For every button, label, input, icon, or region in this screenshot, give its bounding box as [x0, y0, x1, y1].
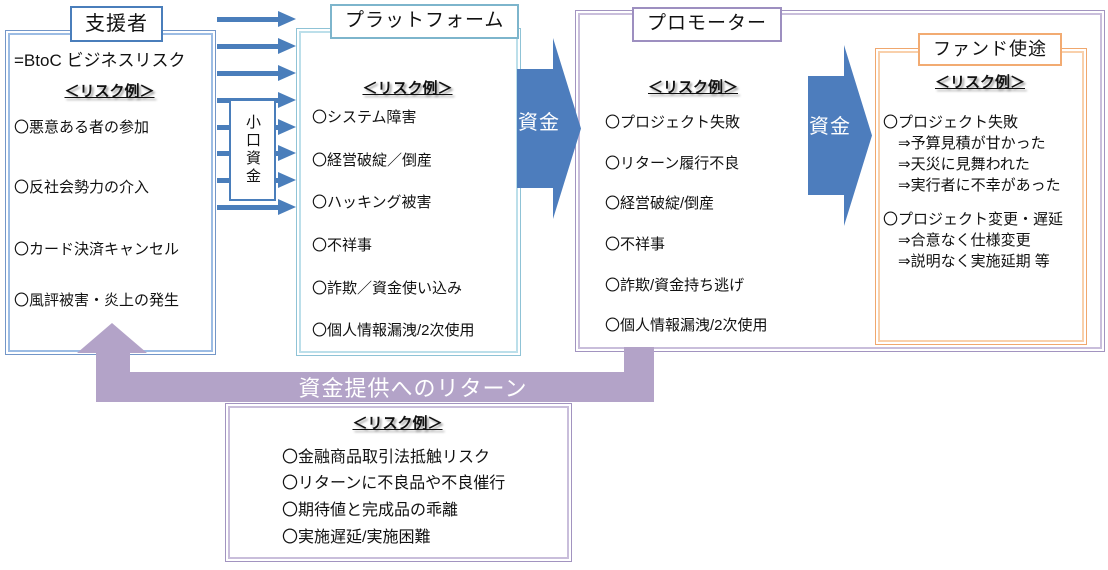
risk-subitem: ⇒予算見積が甘かった: [898, 135, 1046, 152]
funds-arrow-right-label: 資金: [809, 116, 851, 138]
funds-arrow-left-label: 資金: [518, 112, 560, 134]
risk-item: 〇ハッキング被害: [312, 194, 432, 211]
supporter-box: [5, 30, 216, 355]
return-arrow-shaft: [96, 352, 130, 402]
risk-item: 〇期待値と完成品の乖離: [282, 502, 459, 519]
risk-example-heading: ＜リスク例＞: [362, 80, 453, 97]
funds-arrow-left: [517, 38, 581, 219]
risk-item: 〇詐欺／資金使い込み: [312, 280, 463, 297]
risk-subitem: ⇒合意なく仕様変更: [898, 232, 1031, 249]
fund-use-box: [875, 48, 1087, 345]
fund-use-title: ファンド使途: [918, 33, 1062, 67]
risk-item: 〇金融商品取引法抵触リスク: [282, 449, 491, 466]
risk-item: 〇詐欺/資金持ち逃げ: [605, 277, 745, 294]
return-arrow-head: [77, 323, 147, 353]
risk-item: 〇不祥事: [605, 236, 666, 253]
funds-flow-arrow-2: [217, 38, 296, 54]
risk-item: 〇風評被害・炎上の発生: [14, 292, 180, 309]
funds-flow-arrow-1: [217, 11, 296, 27]
promoter-title: プロモーター: [632, 7, 783, 42]
risk-example-heading: ＜リスク例＞: [647, 79, 738, 96]
risk-item: 〇実施遅延/実施困難: [282, 529, 431, 546]
return-arrow-stub: [624, 347, 654, 373]
funds-flow-arrow-3: [217, 65, 296, 81]
risk-item: 〇プロジェクト変更・遅延: [883, 211, 1064, 228]
risk-item: 〇個人情報漏洩/2次使用: [312, 322, 475, 339]
risk-subitem: ⇒天災に見舞われた: [898, 156, 1030, 173]
platform-title: プラットフォーム: [330, 4, 520, 39]
platform-box: [296, 28, 521, 356]
fund-use-risk-list: 〇プロジェクト失敗 ⇒予算見積が甘かった ⇒天災に見舞われた ⇒実行者に不幸があ…: [883, 112, 1063, 272]
risk-item: 〇経営破綻／倒産: [312, 152, 433, 169]
funds-arrow-right: [808, 45, 872, 226]
risk-item: 〇プロジェクト失敗: [883, 114, 1019, 131]
risk-subitem: ⇒実行者に不幸があった: [898, 177, 1061, 194]
risk-item: 〇悪意ある者の参加: [14, 119, 150, 136]
risk-item: 〇リターンに不良品や不良催行: [282, 475, 506, 492]
return-banner: 資金提供へのリターン: [298, 376, 528, 401]
return-arrow-bar: [130, 372, 654, 402]
risk-item: 〇反社会勢力の介入: [14, 179, 150, 196]
small-funds-box: 小口資金: [229, 99, 276, 201]
risk-example-heading: ＜リスク例＞: [64, 83, 155, 100]
risk-item: 〇経営破綻/倒産: [605, 195, 715, 212]
risk-item: 〇カード決済キャンセル: [14, 241, 180, 258]
supporter-subtitle: =BtoC ビジネスリスク: [14, 51, 186, 70]
return-risk-box: [225, 403, 572, 562]
risk-item: 〇不祥事: [312, 237, 373, 254]
risk-item: 〇プロジェクト失敗: [605, 114, 741, 131]
supporter-title: 支援者: [70, 6, 163, 42]
risk-example-heading: ＜リスク例＞: [934, 74, 1025, 91]
risk-item: 〇リターン履行不良: [605, 155, 740, 172]
funds-flow-arrow-8: [217, 199, 296, 215]
risk-subitem: ⇒説明なく実施延期 等: [898, 253, 1050, 270]
risk-item: 〇個人情報漏洩/2次使用: [605, 317, 768, 334]
risk-item: 〇システム障害: [312, 109, 417, 126]
risk-example-heading: ＜リスク例＞: [352, 415, 443, 432]
